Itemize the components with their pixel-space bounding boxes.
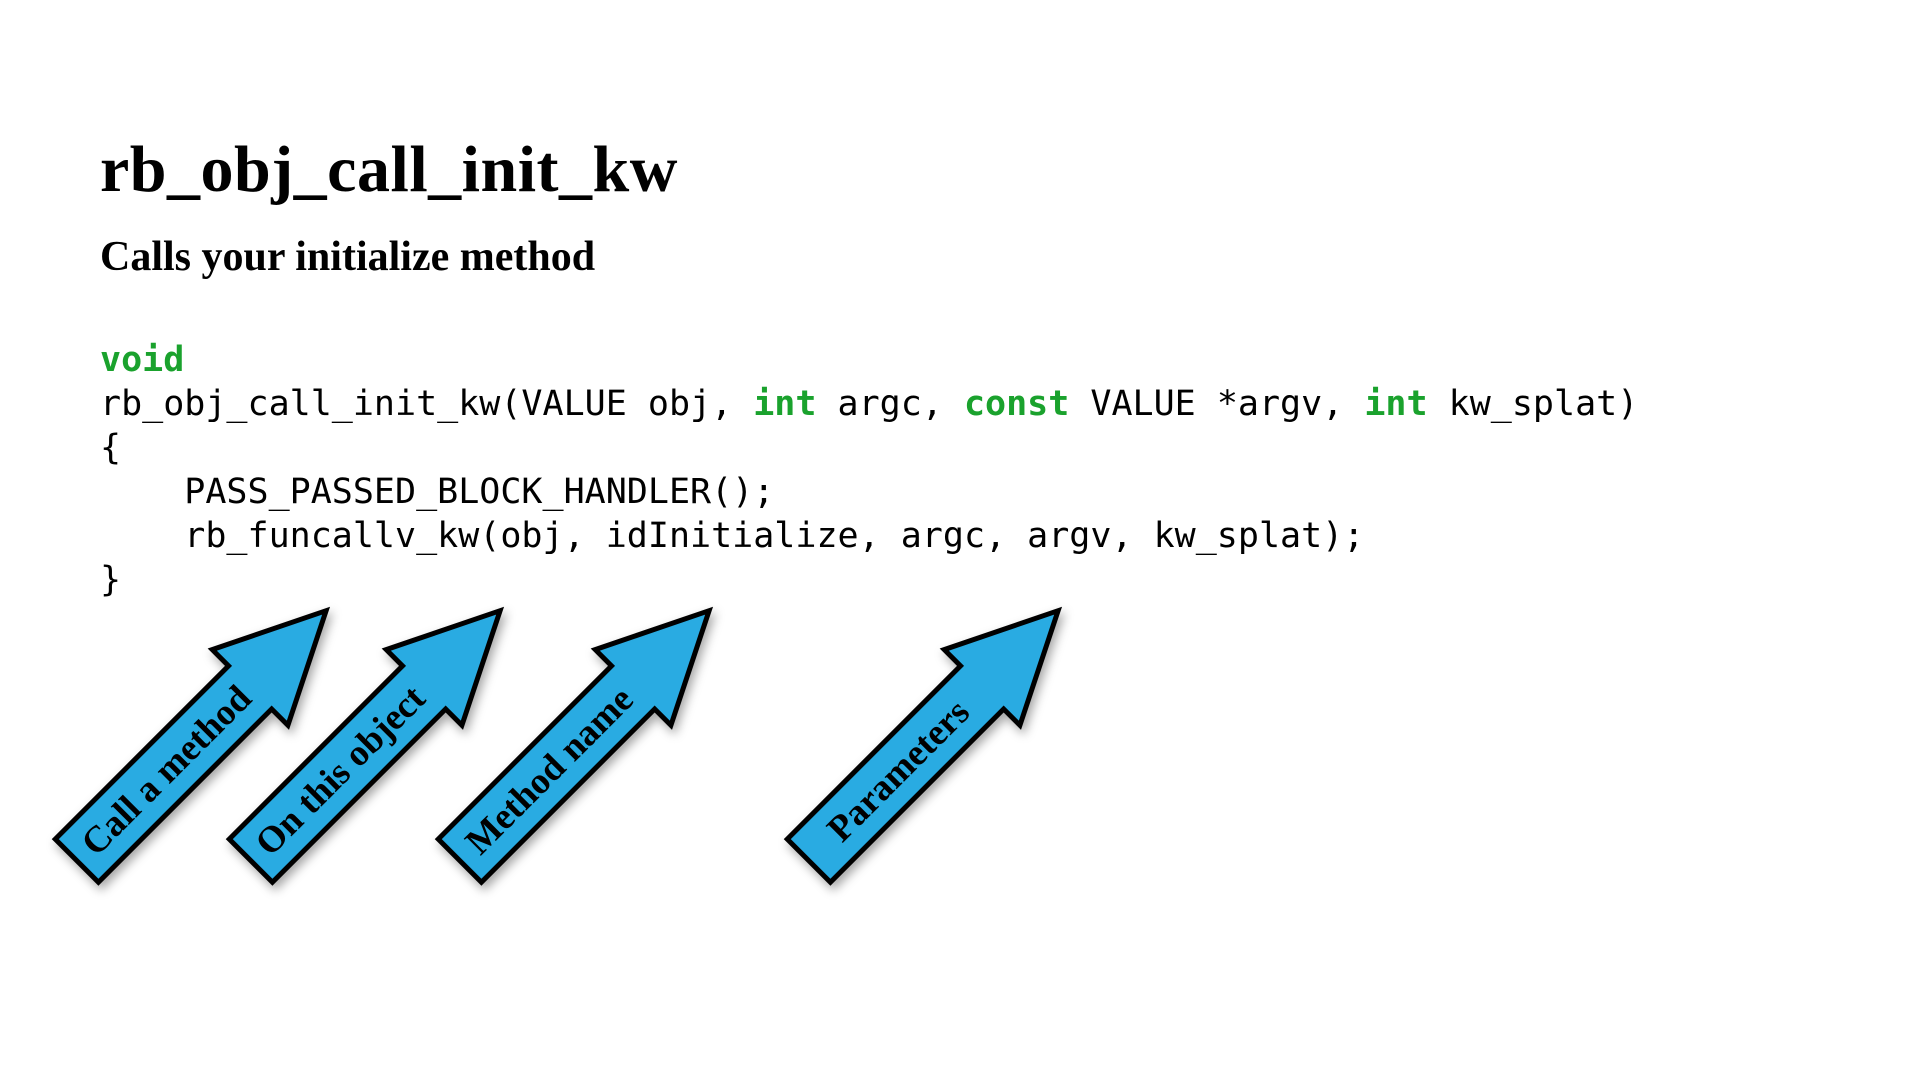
code-keyword: void [100, 340, 185, 380]
arrow-on-this-object: On this object [196, 606, 556, 886]
arrow-shape [51, 606, 331, 886]
arrow-shape-wrapper: Parameters [766, 568, 1102, 904]
arrow-shape [783, 606, 1063, 886]
code-token: } [100, 560, 122, 600]
page-subtitle: Calls your initialize method [100, 233, 596, 280]
arrow-shape-wrapper: Method name [417, 568, 753, 904]
code-line: rb_obj_call_init_kw(VALUE obj, int argc,… [100, 382, 1638, 426]
code-line: } [100, 558, 1638, 602]
up-right-arrow-icon [51, 606, 331, 886]
code-keyword: int [1364, 384, 1428, 424]
code-token: { [100, 428, 122, 468]
code-line: { [100, 426, 1638, 470]
up-right-arrow-icon [783, 606, 1063, 886]
code-token: VALUE *argv, [1069, 384, 1365, 424]
arrow-method-name: Method name [405, 606, 765, 886]
code-line: PASS_PASSED_BLOCK_HANDLER(); [100, 470, 1638, 514]
up-right-arrow-icon [434, 606, 714, 886]
arrow-shape [434, 606, 714, 886]
code-token: PASS_PASSED_BLOCK_HANDLER(); [100, 472, 775, 512]
code-keyword: const [963, 384, 1070, 424]
code-token: kw_splat) [1427, 384, 1639, 424]
arrow-call-a-method: Call a method [22, 606, 382, 886]
code-token: rb_funcallv_kw(obj, idInitialize, argc, … [100, 516, 1365, 556]
code-line: rb_funcallv_kw(obj, idInitialize, argc, … [100, 514, 1638, 558]
code-line: void [100, 338, 1638, 382]
arrow-shape-wrapper: On this object [208, 568, 544, 904]
code-token: argc, [816, 384, 964, 424]
arrow-shape-wrapper: Call a method [34, 568, 370, 904]
arrow-shape [225, 606, 505, 886]
code-keyword: int [753, 384, 817, 424]
arrow-parameters: Parameters [754, 606, 1114, 886]
page-title: rb_obj_call_init_kw [100, 133, 678, 207]
code-token: rb_obj_call_init_kw(VALUE obj, [100, 384, 754, 424]
up-right-arrow-icon [225, 606, 505, 886]
